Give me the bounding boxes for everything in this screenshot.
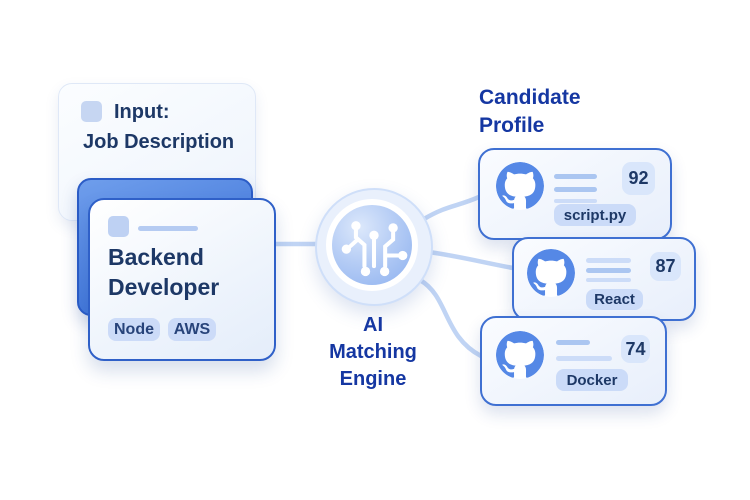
github-octocat-icon xyxy=(527,249,575,297)
placeholder-square-icon xyxy=(108,216,129,237)
input-job-description-card: Input: Job Description xyxy=(58,83,256,221)
placeholder-line xyxy=(554,174,597,179)
match-score-badge: 92 xyxy=(622,162,655,195)
skill-tag-aws: AWS xyxy=(168,318,216,341)
placeholder-line xyxy=(554,187,597,192)
placeholder-line xyxy=(556,356,612,361)
placeholder-line xyxy=(586,258,631,263)
engine-label-line3: Engine xyxy=(339,368,407,390)
match-score-badge: 87 xyxy=(650,252,681,281)
github-octocat-icon xyxy=(496,162,544,210)
connector-engine-to-card2 xyxy=(426,249,516,271)
candidate-card-3: 74 Docker xyxy=(480,316,667,406)
circuit-tree-icon xyxy=(341,221,408,277)
candidate-card-2: 87 React xyxy=(512,237,696,321)
placeholder-line xyxy=(586,268,631,273)
ai-engine-circle xyxy=(315,188,433,306)
placeholder-line xyxy=(586,278,631,282)
placeholder-line xyxy=(554,199,597,203)
placeholder-square-icon xyxy=(81,101,102,122)
engine-label-line1: AI xyxy=(363,314,383,336)
match-score-badge: 74 xyxy=(621,335,650,363)
placeholder-line xyxy=(556,340,590,345)
input-card-title-line1: Input: xyxy=(114,101,170,123)
connector-engine-to-card1 xyxy=(421,194,482,222)
candidate-profile-heading: Candidate Profile xyxy=(479,84,581,140)
candidate-heading-line1: Candidate xyxy=(479,86,581,109)
github-octocat-icon xyxy=(496,331,544,379)
skill-tag-node: Node xyxy=(108,318,160,341)
input-card-title-line2: Job Description xyxy=(83,131,235,153)
front-card-title-line2: Developer xyxy=(108,274,220,300)
engine-label-line2: Matching xyxy=(329,341,417,363)
candidate-card-1: 92 script.py xyxy=(478,148,672,240)
candidate-tag: script.py xyxy=(554,204,636,226)
candidate-heading-line2: Profile xyxy=(479,114,545,137)
connector-engine-to-card3 xyxy=(417,277,484,359)
placeholder-line xyxy=(138,226,198,231)
candidate-tag: React xyxy=(586,289,643,310)
front-card-title-line1: Backend xyxy=(108,244,204,270)
backend-developer-card: Backend Developer Node AWS xyxy=(88,198,276,361)
candidate-tag: Docker xyxy=(556,369,628,391)
ai-matching-engine-label: AI Matching Engine xyxy=(316,312,430,393)
